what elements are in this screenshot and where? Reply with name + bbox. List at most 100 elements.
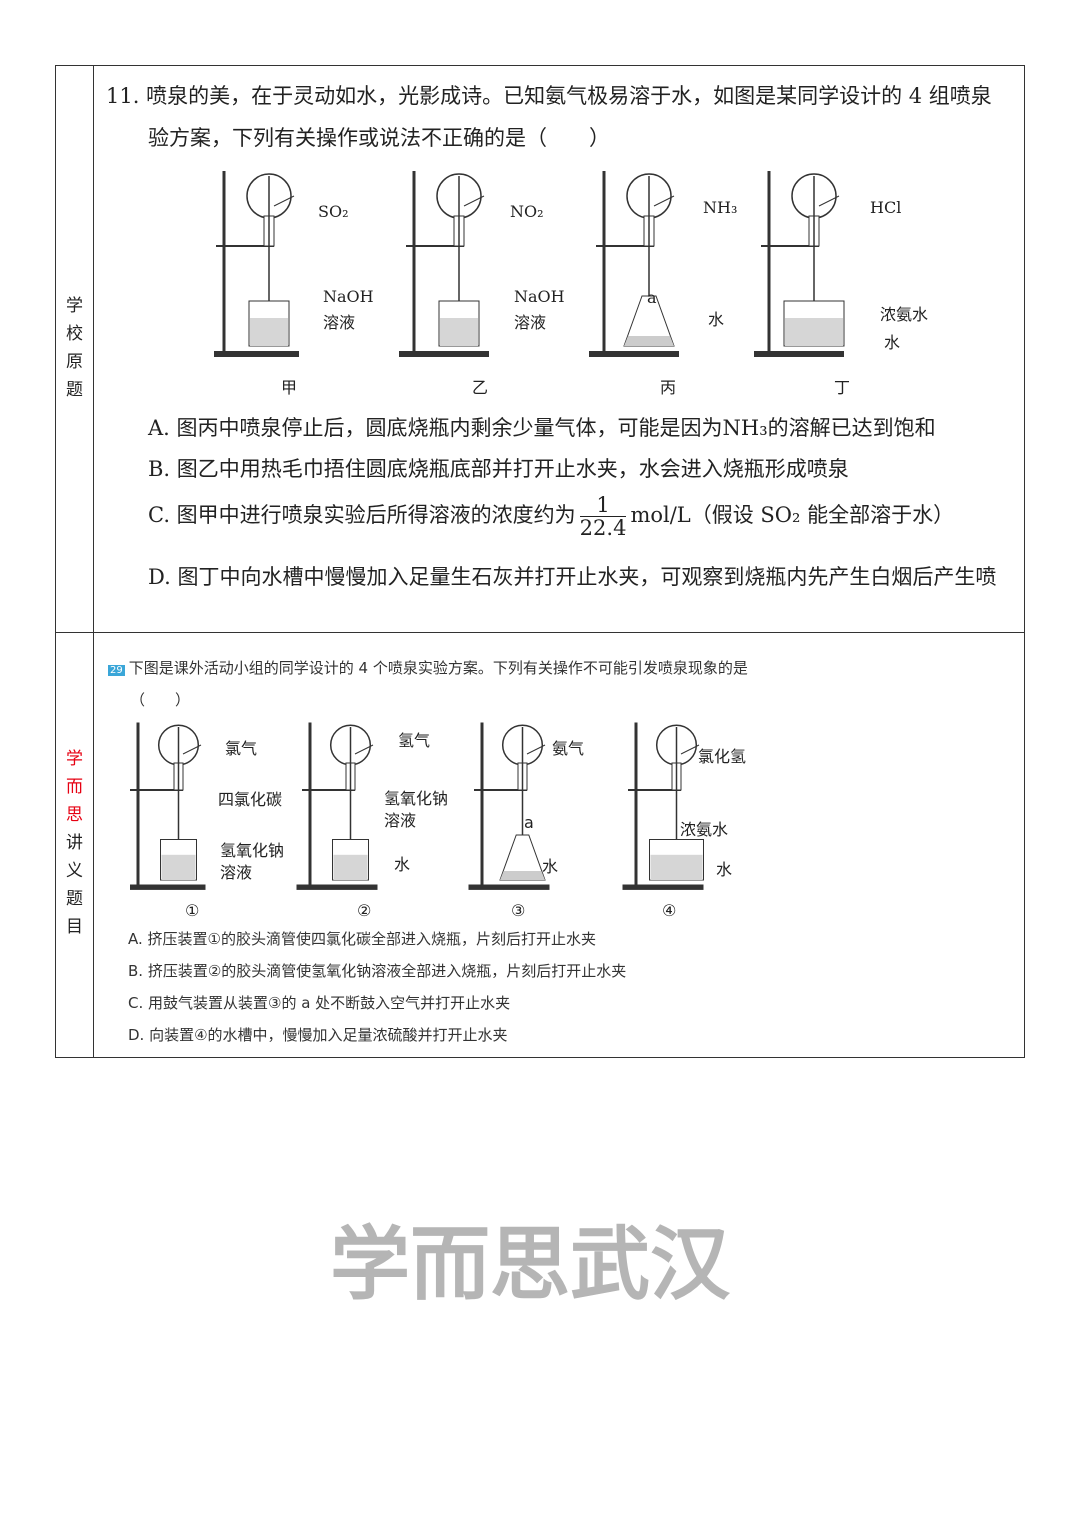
answer-blank: （ ） (130, 691, 191, 709)
side-char: 校 (66, 324, 83, 344)
figure-caption: 丙 (660, 378, 677, 397)
liquid-label: 溶液 (514, 313, 547, 332)
option-a: A. 挤压装置①的胶头滴管使四氯化碳全部进入烧瓶，片刻后打开止水夹 (128, 930, 596, 948)
side-label-xueersi-question: 学而思讲义题目 (56, 745, 93, 941)
water (500, 871, 545, 880)
label-leader (463, 195, 485, 207)
side-char: 目 (66, 917, 83, 937)
stand-base (399, 351, 489, 357)
point-label: a (524, 813, 534, 832)
table-border-bottom (55, 1057, 1025, 1058)
option-c-text: C. 图甲中进行喷泉实验后所得溶液的浓度约为 (148, 503, 576, 527)
gas-label: 氯气 (225, 739, 258, 758)
apparatus-figure (214, 171, 845, 357)
label-leader (818, 195, 840, 207)
gas-label: 氯化氢 (698, 747, 747, 766)
table-border-left (55, 65, 56, 1058)
stand-base (754, 351, 844, 357)
fraction-denominator: 22.4 (579, 516, 627, 540)
water (624, 336, 674, 346)
figure-caption: ② (357, 901, 372, 920)
point-label: a (647, 288, 657, 307)
liquid (161, 854, 196, 880)
option-d: D. 图丁中向水槽中慢慢加入足量生石灰并打开止水夹，可观察到烧瓶内先产生白烟后产… (148, 565, 997, 589)
gas-label: SO₂ (318, 202, 349, 221)
option-d: D. 向装置④的水槽中，慢慢加入足量浓硫酸并打开止水夹 (128, 1026, 508, 1044)
label-leader (182, 744, 202, 755)
gas-label: HCl (870, 198, 902, 217)
watermark: 学而思武汉 (330, 1218, 730, 1311)
side-label-school-question: 学校原题 (56, 292, 93, 404)
liquid (440, 318, 478, 346)
label-leader (653, 195, 675, 207)
option-b: B. 图乙中用热毛巾捂住圆底烧瓶底部并打开止水夹，水会进入烧瓶形成喷泉 (148, 457, 849, 481)
side-char: 学 (66, 296, 83, 316)
liquid-label: 溶液 (323, 313, 356, 332)
label-leader (680, 744, 700, 755)
liquid-label: 水 (884, 333, 901, 352)
gas-label: NH₃ (703, 198, 738, 217)
question-11: 11. 喷泉的美，在于灵动如水，光影成诗。已知氨气极易溶于水，如图是某同学设计的… (94, 66, 1024, 632)
liquid-label: 水 (716, 860, 733, 879)
option-b: B. 挤压装置②的胶头滴管使氢氧化钠溶液全部进入烧瓶，片刻后打开止水夹 (128, 962, 627, 980)
option-c-text: mol/L（假设 SO₂ 能全部溶于水） (630, 503, 955, 527)
liquid-label: 氢氧化钠 (220, 841, 285, 860)
liquid-label: 水 (542, 857, 559, 876)
question-stem-line1: 11. 喷泉的美，在于灵动如水，光影成诗。已知氨气极易溶于水，如图是某同学设计的… (106, 84, 992, 108)
gas-label: 氨气 (552, 739, 585, 758)
liquid-label: 浓氨水 (880, 305, 929, 324)
side-char: 原 (66, 352, 83, 372)
figure-caption: 甲 (281, 378, 298, 397)
figure-caption: ③ (511, 901, 526, 920)
side-char: 题 (66, 380, 83, 400)
table-row-divider (55, 632, 1025, 633)
side-char: 题 (66, 889, 83, 909)
liquid-label: 浓氨水 (680, 820, 729, 839)
figure-caption: ④ (662, 901, 677, 920)
question-number-badge: 29 (108, 665, 125, 676)
stand-base (296, 884, 378, 890)
label-leader (526, 744, 546, 755)
option-a: A. 图丙中喷泉停止后，圆底烧瓶内剩余少量气体，可能是因为NH₃的溶解已达到饱和 (148, 416, 936, 440)
side-char: 学 (66, 749, 83, 769)
side-char: 思 (66, 805, 83, 825)
stand-base (214, 351, 299, 357)
fraction-numerator: 1 (579, 494, 627, 517)
apparatus-figure (130, 722, 704, 890)
table-column-divider (93, 65, 94, 1058)
option-c: C. 用鼓气装置从装置③的 a 处不断鼓入空气并打开止水夹 (128, 994, 511, 1012)
side-char: 讲 (66, 833, 83, 853)
side-char: 义 (66, 861, 83, 881)
table-border-top (55, 65, 1025, 66)
liquid-label: 氢氧化钠 (384, 789, 449, 808)
liquid-label: NaOH (323, 287, 374, 306)
table-border-right (1024, 65, 1025, 1058)
figure-caption: 丁 (834, 378, 851, 397)
figure-caption: 乙 (472, 378, 489, 397)
liquid-label: 水 (708, 310, 725, 329)
liquid (650, 854, 703, 880)
liquid (250, 318, 288, 346)
stand-base (130, 884, 206, 890)
question-stem-line2: 验方案，下列有关操作或说法不正确的是（ ） (148, 126, 610, 150)
figure-caption: ① (185, 901, 200, 920)
liquid (785, 318, 843, 346)
liquid-label: 溶液 (384, 811, 417, 830)
label-leader (273, 195, 295, 207)
stem-text: 下图是课外活动小组的同学设计的 4 个喷泉实验方案。下列有关操作不可能引发喷泉现… (128, 659, 748, 677)
liquid-label: 溶液 (220, 863, 253, 882)
liquid (333, 854, 368, 880)
gas-label: NO₂ (510, 202, 544, 221)
stand-base (589, 351, 679, 357)
liquid-label: 水 (394, 855, 411, 874)
liquid-label: NaOH (514, 287, 565, 306)
stand-base (468, 884, 550, 890)
side-char: 而 (66, 777, 83, 797)
gas-label: 氢气 (398, 731, 431, 750)
label-leader (354, 744, 374, 755)
